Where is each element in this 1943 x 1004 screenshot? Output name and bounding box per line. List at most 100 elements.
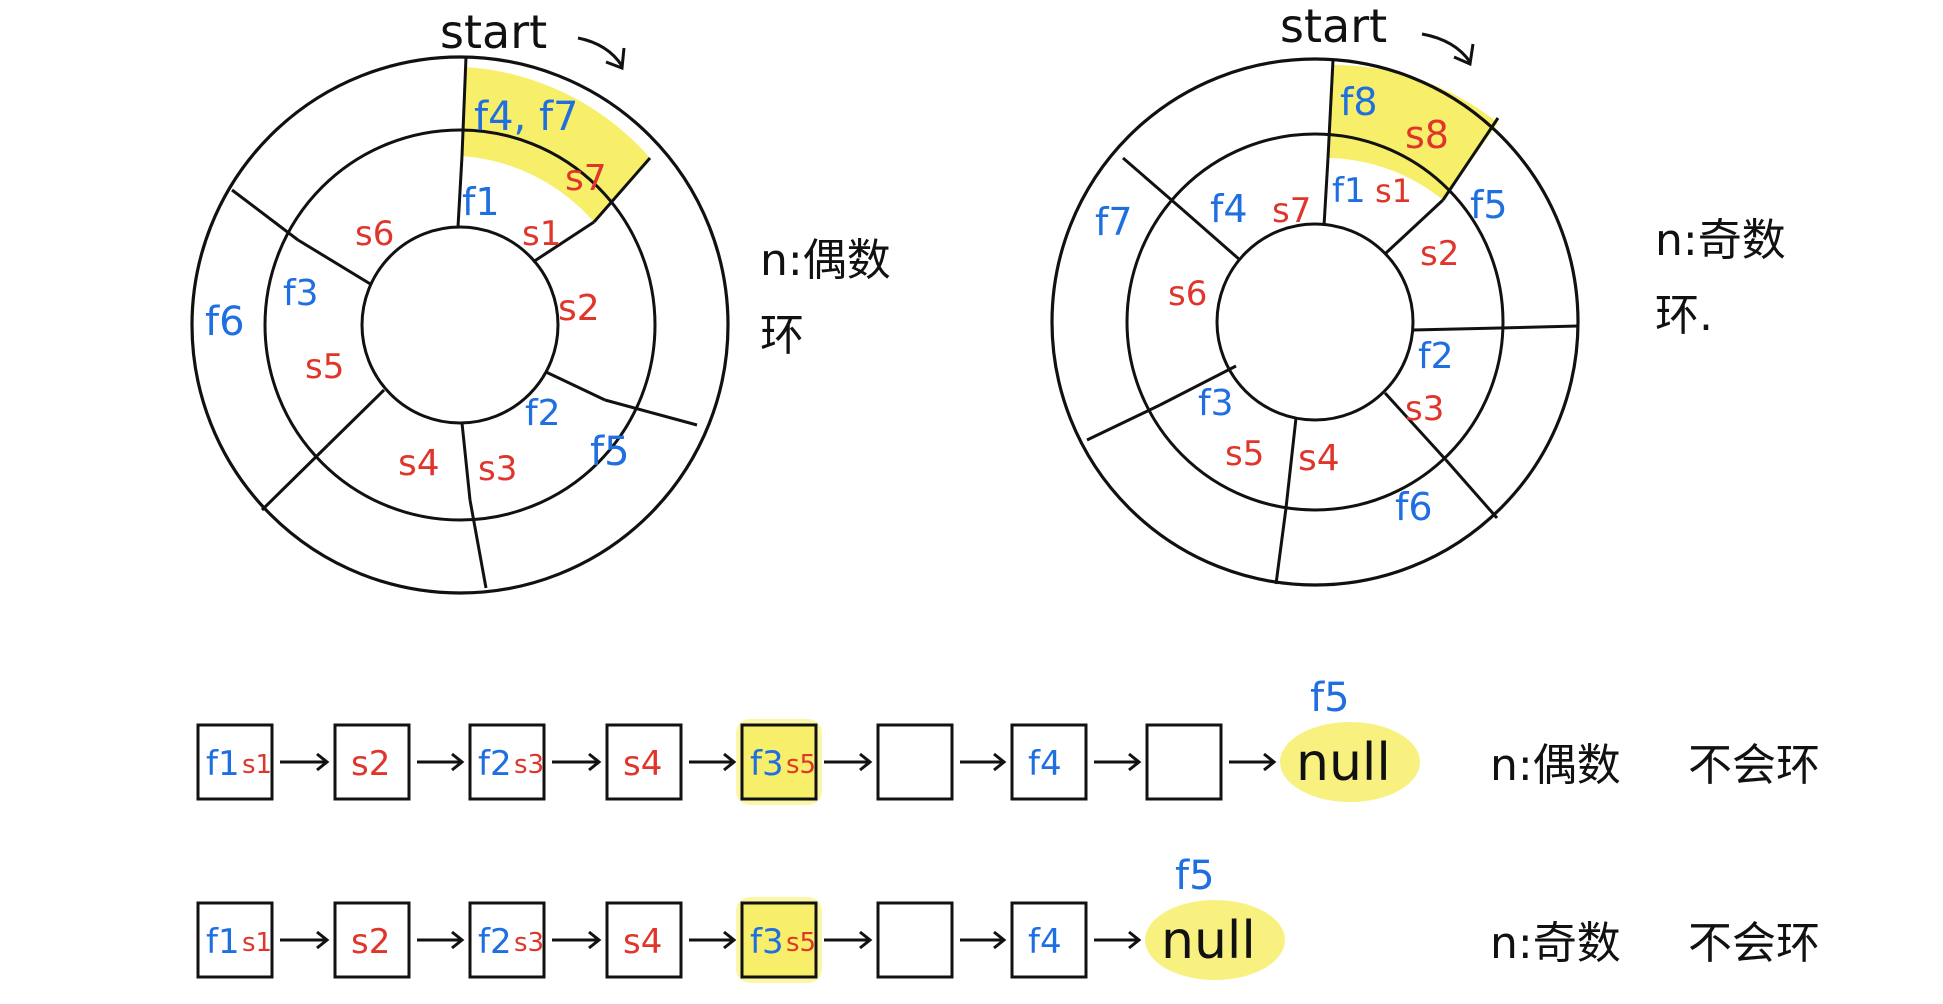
node-label: s1 [242,750,272,780]
odd-ring-divider [1122,156,1184,212]
even-ring-divider [456,155,464,228]
even-ring-divider [468,499,488,589]
even-ring-outer-circle [190,55,730,595]
odd-ring-label: f8 [1340,80,1378,124]
even-ring-divider [460,422,472,501]
even-ring-divider [532,220,595,264]
even-ring-divider [545,370,606,402]
list-arrowhead [588,930,602,950]
even-ring-divider [297,238,373,287]
list-node-box [605,723,683,801]
even-ring-caption: n:偶数 [760,235,891,286]
odd-ring-divider [1159,364,1237,407]
even-ring-label: f3 [283,273,319,314]
even-ring-label: s1 [522,214,561,254]
list-node-box [876,723,954,801]
even-ring-divider [326,388,386,447]
even-ring-divider [260,443,330,512]
list-arrowhead [451,752,465,772]
list-arrowhead [723,930,737,950]
odd-ring-label: s4 [1298,438,1340,479]
node-label: s4 [623,922,662,962]
odd-ring-inner-circle [1215,222,1415,422]
list-caption: 不会环 [1688,740,1820,791]
odd-ring-label: s6 [1168,274,1207,314]
node-label: f3 [750,922,784,962]
odd-ring-divider [1086,403,1161,442]
node-label: s2 [351,922,390,962]
odd-ring-divider [1444,459,1499,519]
null-top-label: f5 [1310,675,1350,721]
even-ring-label: s6 [355,214,394,254]
list-arrowhead [1128,752,1142,772]
odd-ring-label: s2 [1420,234,1459,274]
odd-ring-divider [1182,208,1241,262]
null-label: null [1161,911,1256,971]
node-label: f2 [478,922,512,962]
list-caption: 不会环 [1688,918,1820,969]
odd-ring-label: f2 [1418,336,1454,377]
list-node-box [876,901,954,979]
list-node-box [1010,901,1088,979]
odd-ring-label: f1 [1332,171,1366,211]
list-arrowhead [859,930,873,950]
node-label: f1 [206,922,240,962]
node-label: f2 [478,744,512,784]
list-arrowhead [316,752,330,772]
list-node-box [333,723,411,801]
even-ring-inner-circle [360,225,560,425]
list-arrowhead [316,930,330,950]
list-caption: n:偶数 [1490,740,1621,791]
list-arrowhead [723,752,737,772]
odd-ring-divider [1322,157,1330,227]
odd-ring-divider [1383,391,1448,462]
even-ring-divider [604,398,698,427]
null-highlight [1145,900,1285,980]
odd-ring-label: f7 [1095,200,1133,244]
odd-ring-start-arrowhead [1453,43,1475,67]
node-label: s1 [242,928,272,958]
odd-ring-label: s1 [1375,172,1412,210]
even-ring-label: f1 [462,180,500,224]
null-highlight [1280,722,1420,802]
list-arrowhead [1263,752,1277,772]
node-label: f4 [1028,922,1062,962]
even-ring-label: f2 [525,393,561,434]
odd-ring-outer-circle [1050,57,1580,587]
even-ring-label: f4, f7 [474,94,579,140]
even-ring-caption: 环 [760,310,804,361]
null-top-label: f5 [1175,853,1215,899]
even-ring-divider [231,188,299,242]
odd-ring-label: f6 [1395,485,1433,529]
even-ring-divider [592,157,652,223]
list-node-box [740,901,818,979]
node-label: s5 [786,750,816,780]
odd-ring-label: s5 [1225,434,1264,474]
even-ring-label: f6 [205,299,245,345]
odd-ring-divider [1499,324,1579,330]
odd-ring-divider [1284,417,1298,509]
odd-ring-divider [1441,117,1500,201]
node-label: f3 [750,744,784,784]
node-label: f1 [206,744,240,784]
odd-ring-label: f3 [1198,383,1234,424]
odd-ring-divider [1412,326,1501,332]
list-node-box [468,901,546,979]
even-ring-middle-circle [263,128,657,522]
odd-ring-label: f5 [1470,183,1508,227]
even-ring-label: s2 [558,288,600,329]
odd-ring: start f8 s8 f5 f6 f7 f1 s1 s2 f2 s3 s4 s… [1050,0,1786,587]
node-highlight [742,903,816,977]
list-caption: n:奇数 [1490,918,1621,969]
node-highlight [742,725,816,799]
node-label: s3 [514,750,544,780]
list-node-box [740,723,818,801]
even-ring-start-arrow [577,36,624,67]
node-label: f4 [1028,744,1062,784]
even-ring-label: s7 [565,158,607,199]
odd-ring-caption: 环. [1655,290,1713,341]
